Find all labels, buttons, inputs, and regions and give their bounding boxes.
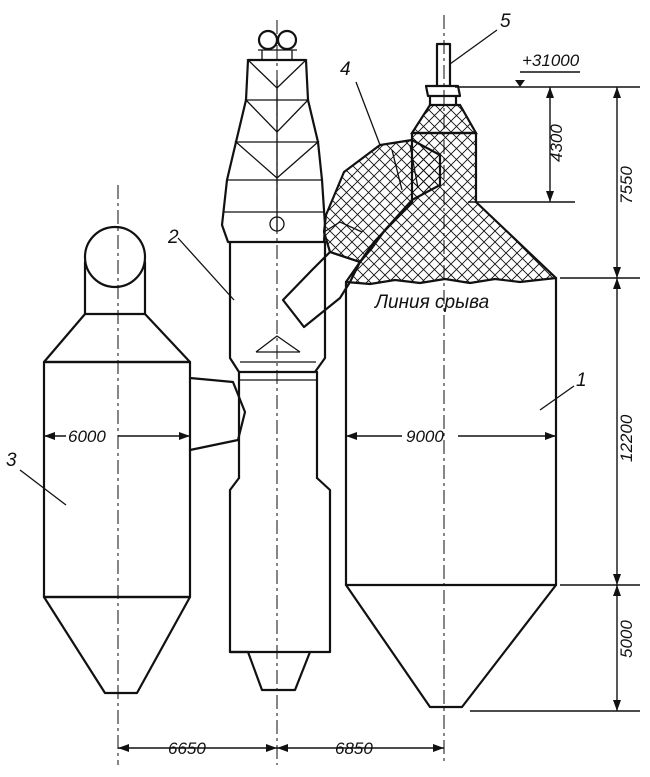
dim-7550: 7550	[617, 166, 636, 204]
dim-6000: 6000	[68, 427, 106, 446]
dim-12200: 12200	[617, 414, 636, 462]
dimension-lines	[19, 29, 640, 752]
vessel-3	[42, 225, 247, 695]
dim-6850: 6850	[335, 739, 373, 758]
vessel-1	[344, 42, 558, 709]
label-unit-1: 1	[576, 370, 587, 391]
label-unit-2: 2	[167, 227, 179, 248]
column-2	[220, 29, 332, 692]
dim-5000: 5000	[617, 620, 636, 658]
dim-elevation: +31000	[522, 51, 580, 70]
text-labels: 5 4 2 3 1 Линия срыва +31000 4300 7550 1…	[6, 11, 636, 758]
dim-4300: 4300	[547, 124, 566, 162]
label-unit-5: 5	[500, 11, 511, 32]
label-unit-3: 3	[6, 450, 17, 471]
dim-9000: 9000	[406, 427, 444, 446]
label-unit-4: 4	[340, 59, 351, 80]
dim-6650: 6650	[168, 739, 206, 758]
label-break-line: Линия срыва	[373, 292, 489, 313]
